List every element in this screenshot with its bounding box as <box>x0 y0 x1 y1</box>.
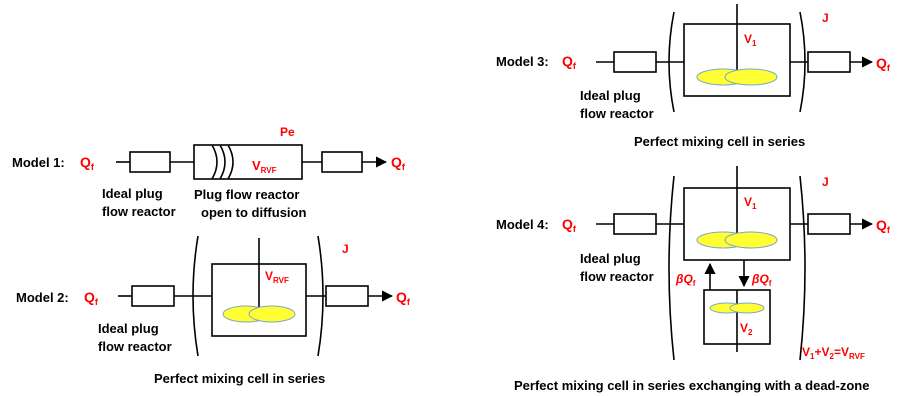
model-2-outlet-box <box>325 285 369 307</box>
model-3-caption: Perfect mixing cell in series <box>634 134 805 149</box>
model-1-curve-1 <box>211 144 218 180</box>
model-2-param: J <box>342 242 349 256</box>
model-2-caption: Perfect mixing cell in series <box>154 371 325 386</box>
model-3-ideal-label-2: flow reactor <box>580 106 654 121</box>
model-3-outlet-box <box>807 51 851 73</box>
model-4-label: Model 4: <box>496 217 549 232</box>
model-3-param: J <box>822 11 829 25</box>
model-4-flow-in: Qf <box>562 216 577 234</box>
model-4-impeller-blade-right <box>724 231 778 249</box>
model-1-outlet-box <box>321 151 363 173</box>
model-4-ideal-pfr-box <box>613 213 657 235</box>
model-2-bracket-left <box>192 235 199 357</box>
model-4-exchange-left: βQf <box>675 272 696 288</box>
model-2-volume: VRVF <box>265 269 289 285</box>
model-4-ideal-label-1: Ideal plug <box>580 251 641 266</box>
model-4: Model 4: Qf V1 βQf βQf V2 J Qf V1+V2=VRV… <box>496 166 891 393</box>
model-2-label: Model 2: <box>16 290 69 305</box>
model-4-bracket-right <box>799 175 806 361</box>
model-2-ideal-label-1: Ideal plug <box>98 321 159 336</box>
model-3-impeller-blade-right <box>724 68 778 86</box>
model-1-flow-out: Qf <box>391 154 406 172</box>
model-2-impeller-blade-right <box>248 305 296 323</box>
model-4-flow-out: Qf <box>876 217 891 235</box>
model-3-flow-out: Qf <box>876 55 891 73</box>
model-2-ideal-label-2: flow reactor <box>98 339 172 354</box>
model-4-bracket-left <box>668 175 675 361</box>
model-3: Model 3: Qf V1 J Qf Ideal plug flow reac… <box>496 4 891 149</box>
model-1-pfr-label-1: Plug flow reactor <box>194 187 299 202</box>
model-3-ideal-label-1: Ideal plug <box>580 88 641 103</box>
model-1: Model 1: Qf Pe VRVF Qf Ideal plug flow r… <box>12 125 406 220</box>
model-2: Model 2: Qf VRVF J Qf Ideal plug flow re… <box>16 235 411 386</box>
model-1-ideal-label-2: flow reactor <box>102 204 176 219</box>
model-4-ideal-label-2: flow reactor <box>580 269 654 284</box>
model-3-ideal-pfr-box <box>613 51 657 73</box>
model-1-curve-3 <box>227 144 234 180</box>
model-2-flow-in: Qf <box>84 289 99 307</box>
model-1-param: Pe <box>280 125 295 139</box>
model-1-ideal-pfr-box <box>129 151 171 173</box>
model-3-flow-in: Qf <box>562 53 577 71</box>
model-1-pfr-label-2: open to diffusion <box>201 205 306 220</box>
model-1-label: Model 1: <box>12 155 65 170</box>
model-2-ideal-pfr-box <box>131 285 175 307</box>
model-4-caption: Perfect mixing cell in series exchanging… <box>514 378 869 393</box>
model-1-ideal-label-1: Ideal plug <box>102 186 163 201</box>
model-3-volume: V1 <box>744 32 757 48</box>
model-3-bracket-left <box>668 11 675 113</box>
model-3-label: Model 3: <box>496 54 549 69</box>
model-4-exchange-right: βQf <box>751 272 772 288</box>
model-4-outlet-box <box>807 213 851 235</box>
model-4-dead-zone-blade-right <box>729 302 765 314</box>
model-1-flow-in: Qf <box>80 154 95 172</box>
model-4-volume-sum: V1+V2=VRVF <box>802 345 865 361</box>
model-4-volume-2: V2 <box>740 321 753 337</box>
model-2-flow-out: Qf <box>396 289 411 307</box>
model-1-diffusion-pfr-box <box>193 144 303 180</box>
model-4-volume-1: V1 <box>744 195 757 211</box>
model-1-volume: VRVF <box>252 158 277 175</box>
model-4-param: J <box>822 175 829 189</box>
model-1-curve-2 <box>219 144 226 180</box>
